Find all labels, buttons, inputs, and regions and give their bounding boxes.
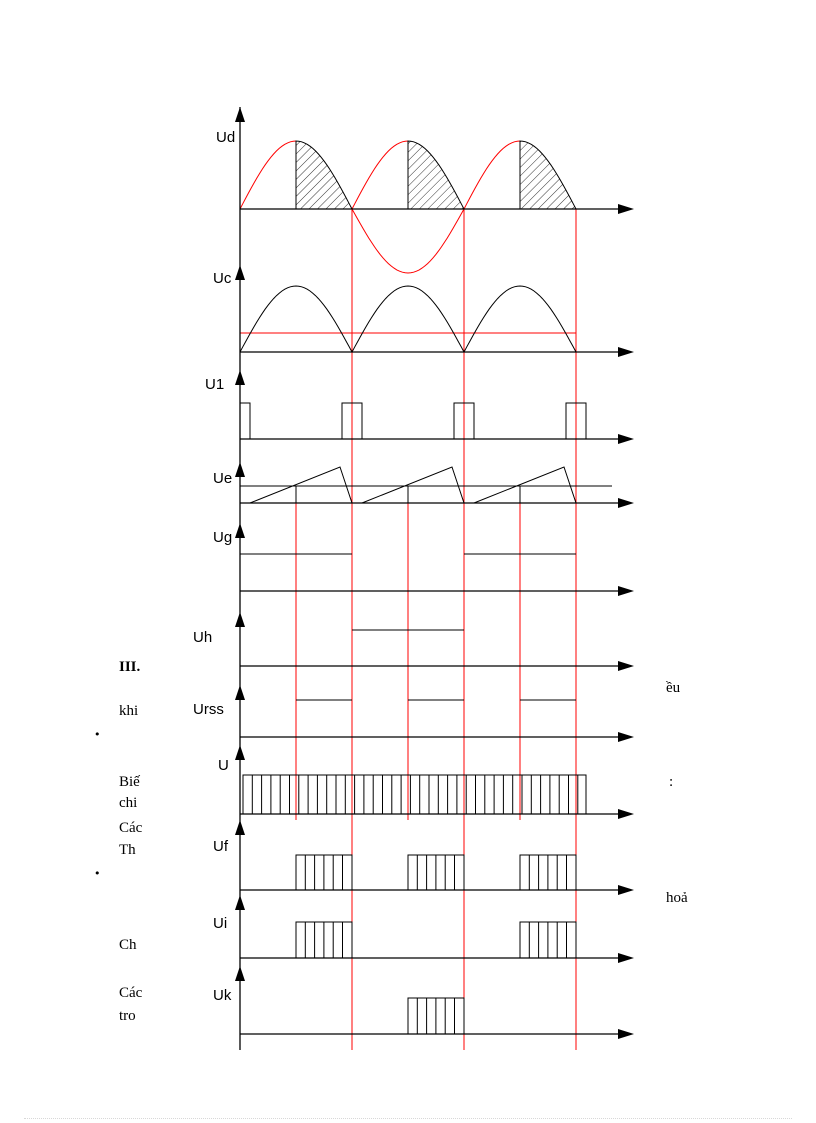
paragraph-fragment: khi <box>119 703 139 719</box>
waveforms <box>239 140 612 1034</box>
u-envelope <box>242 774 587 814</box>
uf-axis-arrow-icon <box>618 885 634 895</box>
ue-axis-arrow-icon <box>618 498 634 508</box>
uc-halfwave <box>351 285 465 353</box>
ud-hatched-segment <box>407 140 465 210</box>
paragraph-fragment: Th <box>119 842 136 858</box>
ue-sawtooth <box>473 466 586 504</box>
paragraph-fragment: chi <box>119 795 138 811</box>
uh-axis-arrow-icon <box>618 661 634 671</box>
u1-pulse <box>453 402 475 439</box>
reference-lines <box>239 140 577 1050</box>
ui-axis-arrow-icon <box>618 953 634 963</box>
u-axis-arrow-icon <box>618 809 634 819</box>
ud-hatched-segment <box>519 140 577 210</box>
ud-hatched-segment <box>295 140 353 210</box>
ug-label: Ug <box>213 529 232 546</box>
paragraph-fragment: Các <box>119 985 143 1001</box>
uk-label: Uk <box>213 987 232 1004</box>
ud-source-segment <box>463 140 521 210</box>
u1-axis-arrow-icon <box>618 434 634 444</box>
ue-sawtooth <box>361 466 474 504</box>
uc-halfwave <box>463 285 577 353</box>
paragraph-fragment: Các <box>119 820 143 836</box>
u1-label: U1 <box>205 376 224 393</box>
uc-halfwave <box>239 285 353 353</box>
paragraph-fragment: ều <box>666 680 681 696</box>
channel-axes <box>235 107 634 1050</box>
paragraph-fragment: : <box>669 774 674 790</box>
uc-axis-arrow-icon <box>618 347 634 357</box>
ud-negative-halfwave <box>351 208 465 274</box>
bullet-point: • <box>94 867 101 880</box>
ud-source-segment <box>239 140 297 210</box>
paragraph-fragment: Biế <box>119 774 140 790</box>
u-label: U <box>218 757 229 774</box>
paragraph-fragment: hoả <box>666 890 688 906</box>
paragraph-fragment: tro <box>119 1008 136 1024</box>
uk-axis-arrow-icon <box>618 1029 634 1039</box>
bullet-point: • <box>94 728 101 741</box>
ue-label: Ue <box>213 470 232 487</box>
urss-axis-arrow-icon <box>618 732 634 742</box>
paragraph-fragment: Ch <box>119 937 137 953</box>
u1-pulse <box>565 402 587 439</box>
uc-label: Uc <box>213 270 232 287</box>
ug-axis-arrow-icon <box>618 586 634 596</box>
ui-label: Ui <box>213 915 227 932</box>
uf-label: Uf <box>213 838 229 855</box>
ud-source-segment <box>351 140 409 210</box>
uh-label: Uh <box>193 629 212 646</box>
urss-label: Urss <box>193 701 224 718</box>
u1-pulse <box>341 402 363 439</box>
u1-pulse <box>239 402 251 439</box>
section-heading: III. <box>119 659 141 675</box>
page-bottom-rule <box>24 1118 792 1119</box>
ue-sawtooth <box>249 466 362 504</box>
ud-label: Ud <box>216 129 235 146</box>
ud-axis-arrow-icon <box>618 204 634 214</box>
